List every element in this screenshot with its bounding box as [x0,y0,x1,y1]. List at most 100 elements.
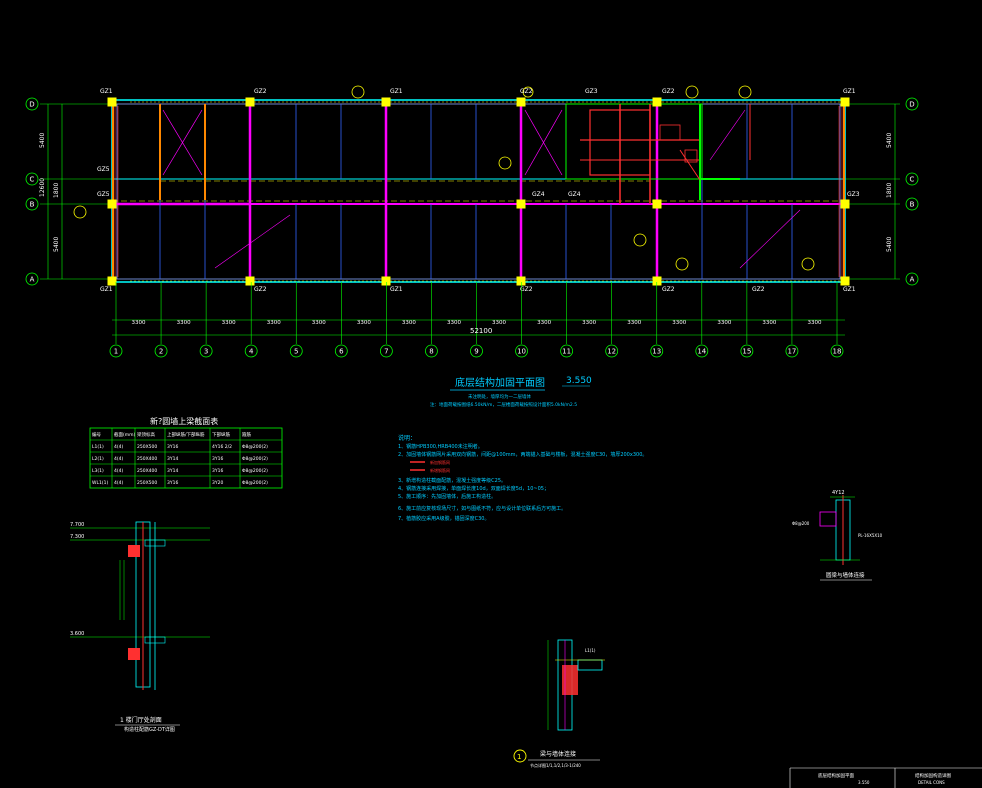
row-dim: 1800 [886,183,893,198]
table-cell: 4(4) [114,444,123,450]
grid-bubble [605,344,619,358]
legend-label: 新加钢筋网 [430,459,450,465]
gz-label: GZ2 [752,286,765,293]
plan-note: 注：地面荷载按图纸6.50kN/m，二层楼面荷载按照设计面积5.0kN/m2.5 [430,401,577,408]
grid-bubble [334,344,348,358]
gz-label: GZ5 [97,191,110,198]
grid-row-label: B [910,201,915,209]
span-dim: 3300 [762,320,776,326]
note-line: 7、植筋胶应采用A级胶，锚固深度C30。 [398,515,489,522]
grid-col-label: 13 [652,348,661,356]
gz-label: GZ5 [97,166,110,173]
grid-col-label: 14 [697,348,706,356]
elev-label: 7.700 [70,522,84,528]
table-cell: L2(1) [92,456,104,462]
table-title: 新?圆墙上梁截面表 [150,416,218,426]
span-dim: 3300 [492,320,506,326]
grid-row-label: A [910,276,915,284]
grid-col-label: 11 [562,348,571,356]
grid-bubble [695,344,709,358]
note-line: 1、钢筋HPB300,HRB400未注明者。 [398,443,483,450]
table-cell: 4(4) [114,468,123,474]
grid-col-label: 5 [294,348,298,356]
right-dim: 4Y12 [832,490,845,496]
elev-label: 3.600 [70,631,84,637]
section-caption: 1 楼门厅处剖面 [120,716,162,724]
gz-label: GZ4 [568,191,581,198]
mid-tag: L1(1) [585,648,596,653]
grid-bubble [109,344,123,358]
section-caption: 圆梁与墙体连接 [826,571,865,579]
middle-section-detail: L1(1) 1 梁与墙体连接 节点详图1/1,1/2,1/3-1/240 [513,639,605,768]
note-line: 2、加固墙体钢筋网片采用双向钢筋，间距@100mm，两端锚入基础与楼板，混凝土强… [398,451,647,458]
span-dim: 3300 [627,320,641,326]
grid-bubble [154,344,168,358]
grid-bubble [905,172,919,186]
grid-col-label: 8 [429,348,433,356]
grid-row-label: D [909,101,914,109]
table-cell: 3Y16 [167,480,178,486]
grid-bubble [244,344,258,358]
table-cell: Φ8@200(2) [242,444,268,450]
grid-col-label: 9 [474,348,478,356]
gz-label: GZ1 [100,88,113,95]
section-caption: 梁与墙体连接 [540,750,576,758]
table-header: 梁顶标高 [137,431,155,438]
gz-label: GZ3 [847,191,860,198]
grid-bubble [515,344,528,358]
span-dim: 3300 [582,320,596,326]
span-dim: 3300 [267,320,281,326]
grid-bubble [560,344,574,358]
grid-row-label: C [910,176,915,184]
grid-row-label: B [30,201,35,209]
row-dim: 1800 [53,183,60,198]
plan-title: 底层结构加固平面图 [455,376,545,389]
table-cell: Φ8@200(2) [242,480,268,486]
plan-note: 未注明处，墙厚均为一二层墙体 [468,393,531,400]
grid-bubble [379,344,393,358]
grid-bubble [650,344,664,358]
grid-col-label: 10 [517,348,526,356]
table-cell: L3(1) [92,468,104,474]
table-cell: 3Y14 [167,456,178,462]
left-section-detail: 7.700 7.300 3.600 1 楼门厅处剖面 构造柱配筋GZ-DT详图 [70,521,210,733]
gz-label: GZ1 [843,88,856,95]
table-header: 箍筋 [242,431,251,438]
table-header: 编号 [92,431,101,438]
span-dim: 3300 [537,320,551,326]
grid-col-label: 17 [787,348,796,356]
total-dimension: 52100 [470,327,492,335]
detail-number: 1 [517,753,521,761]
table-cell: 4Y16 2/2 [212,444,232,450]
grid-col-label: 18 [833,348,842,356]
grid-bubble [25,97,39,111]
table-cell: Φ8@200(2) [242,468,268,474]
span-dim: 3300 [672,320,686,326]
gz-label: GZ2 [662,286,675,293]
note-line: 3、新增构造柱截面配筋，混凝土强度等级C25。 [398,477,506,484]
section-subcaption: 构造柱配筋GZ-DT详图 [124,726,175,733]
grid-bubble [905,272,919,286]
grid-bubble [25,172,39,186]
grid-bubble [740,344,754,358]
grid-bubble [25,272,39,286]
table-cell: 3Y16 [167,444,178,450]
row-dim: 5400 [53,237,60,252]
grid-row-label: A [30,276,35,284]
row-dim: 5400 [39,133,46,148]
grid-col-label: 4 [249,348,254,356]
titleblock-cell: 底层结构加固平面 [818,772,854,779]
legend-label: 新增钢筋网 [430,467,450,473]
table-cell: 3Y20 [212,480,223,486]
grid-bubble [830,344,844,358]
gz-label: GZ2 [254,286,267,293]
grid-bubble [25,197,39,211]
gz-label: GZ2 [662,88,675,95]
grid-row-label: C [30,176,35,184]
span-dim: 3300 [717,320,731,326]
gz-label: GZ2 [254,88,267,95]
table-cell: 3Y16 [212,456,223,462]
grid-col-label: 6 [339,348,344,356]
